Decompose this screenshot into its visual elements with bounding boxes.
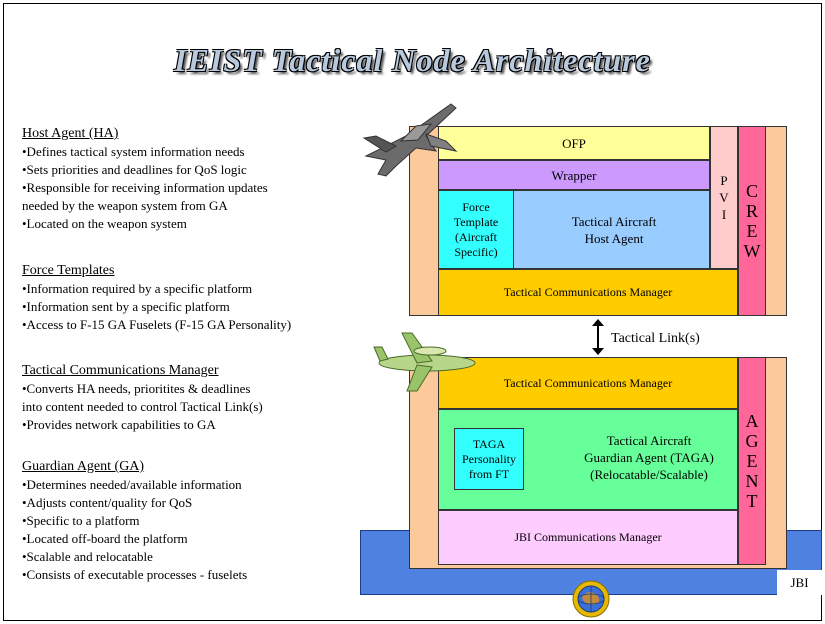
agent-letter: G	[745, 431, 759, 451]
section-heading: Host Agent (HA)	[22, 126, 119, 141]
pvi-letter: I	[721, 207, 727, 222]
bullet: into content needed to control Tactical …	[22, 399, 263, 414]
crew-letter: E	[746, 221, 758, 241]
agent-letter: E	[746, 451, 758, 471]
taga-personality-box: TAGA Personality from FT	[454, 428, 524, 490]
bullet: •Converts HA needs, prioritites & deadli…	[22, 381, 251, 396]
wrapper-box: Wrapper	[438, 160, 710, 190]
host-agent-line: Host Agent	[584, 230, 644, 246]
force-template-box: Force Template (Aircraft Specific)	[438, 190, 514, 269]
taga-personality-line: TAGA	[472, 436, 506, 451]
section-heading: Force Templates	[22, 263, 115, 278]
crew-letter: W	[743, 241, 761, 261]
taga-personality-line: from FT	[468, 466, 510, 481]
bullet: •Consists of executable processes - fuse…	[22, 567, 248, 582]
bullet: •Defines tactical system information nee…	[22, 144, 245, 159]
pvi-letter: V	[719, 190, 729, 205]
agent-letter: T	[746, 491, 758, 511]
bullet: •Information required by a specific plat…	[22, 281, 253, 296]
jbi-comm-box: JBI Communications Manager	[438, 510, 738, 565]
section-heading: Guardian Agent (GA)	[22, 459, 145, 474]
crew-box: C R E W	[738, 126, 766, 316]
bullet: •Information sent by a specific platform	[22, 299, 230, 314]
tactical-link-arrow	[592, 319, 604, 355]
bullet: •Located off-board the platform	[22, 531, 188, 546]
force-template-line: Specific)	[454, 244, 498, 259]
tcm-top-box: Tactical Communications Manager	[438, 269, 738, 316]
bullet: •Scalable and relocatable	[22, 549, 153, 564]
bullet: needed by the weapon system from GA	[22, 198, 228, 213]
bullet: •Responsible for receiving information u…	[22, 180, 268, 195]
bullet: •Sets priorities and deadlines for QoS l…	[22, 162, 247, 177]
bullet: •Provides network capabilities to GA	[22, 417, 216, 432]
pvi-box: P V I	[710, 126, 738, 269]
crew-letter: R	[745, 201, 758, 221]
slide-title: IEIST Tactical Node Architecture	[174, 42, 651, 78]
agent-box: A G E N T	[738, 357, 766, 565]
crew-letter: C	[745, 181, 758, 201]
guardian-agent-line: Tactical Aircraft	[606, 433, 692, 448]
guardian-agent-line: Guardian Agent (TAGA)	[584, 450, 714, 465]
bullet: •Access to F-15 GA Fuselets (F-15 GA Per…	[22, 317, 292, 332]
bullet: •Specific to a platform	[22, 513, 140, 528]
slide-frame	[3, 3, 822, 621]
awacs-aircraft-icon	[373, 332, 476, 392]
section-force-templates: Force Templates •Information required by…	[22, 262, 367, 334]
section-heading: Tactical Communications Manager	[22, 363, 219, 378]
tactical-link-label: Tactical Link(s)	[611, 331, 700, 346]
taga-personality-line: Personality	[462, 451, 516, 466]
jbi-globe-logo-icon	[572, 580, 610, 618]
bullet: •Adjusts content/quality for QoS	[22, 495, 193, 510]
jbi-label: JBI	[777, 570, 822, 595]
bullet: •Located on the weapon system	[22, 216, 187, 231]
bullet: •Determines needed/available information	[22, 477, 242, 492]
section-guardian-agent: Guardian Agent (GA) •Determines needed/a…	[22, 458, 367, 584]
agent-letter: A	[745, 411, 759, 431]
host-agent-line: Tactical Aircraft	[571, 213, 657, 229]
ofp-box: OFP	[438, 126, 710, 160]
force-template-line: (Aircraft	[455, 229, 497, 244]
section-tcm: Tactical Communications Manager •Convert…	[22, 362, 367, 434]
force-template-line: Force	[462, 199, 490, 214]
section-host-agent: Host Agent (HA) •Defines tactical system…	[22, 125, 367, 233]
fighter-jet-icon	[362, 103, 458, 177]
guardian-agent-line: (Relocatable/Scalable)	[590, 467, 708, 482]
agent-letter: N	[745, 471, 759, 491]
force-template-line: Template	[453, 214, 499, 229]
pvi-letter: P	[720, 173, 728, 188]
tcm-bottom-box: Tactical Communications Manager	[438, 357, 738, 409]
